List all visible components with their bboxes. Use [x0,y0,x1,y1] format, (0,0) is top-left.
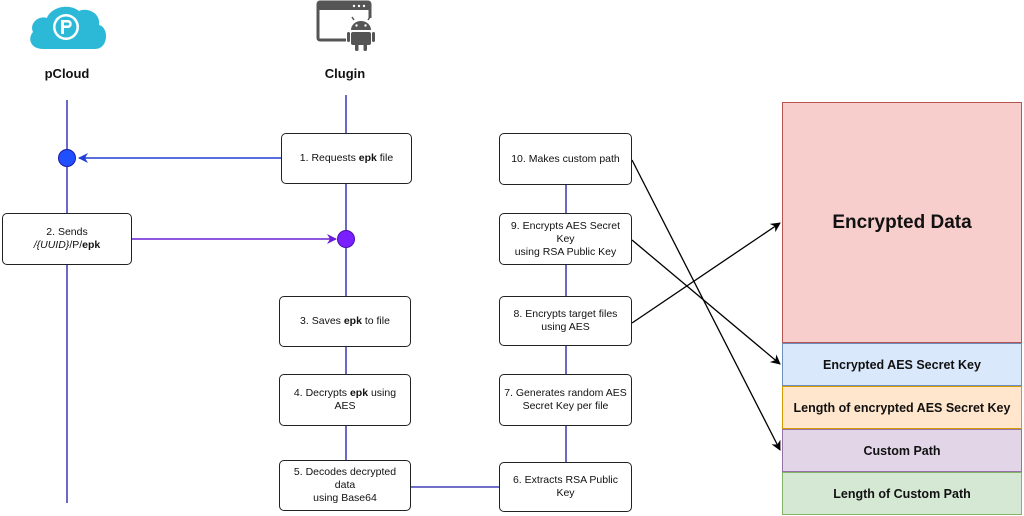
pcloud-label: pCloud [44,66,90,81]
step-6-extract-rsa-key: 6. Extracts RSA Public Key [499,462,632,512]
step-9-encrypt-aes-key: 9. Encrypts AES Secret Key using RSA Pub… [499,213,632,265]
arrow-s8-to-encrypted-data [631,222,781,324]
segment-encrypted-data: Encrypted Data [782,102,1022,343]
pcloud-logo-icon [25,3,109,53]
step-1-request-epk: 1. Requests epk file [281,133,412,184]
segment-encrypted-aes-key: Encrypted AES Secret Key [782,343,1022,386]
step-7-generate-aes-key: 7. Generates random AES Secret Key per f… [499,374,632,426]
arrow-s9-to-encrypted-aes-key [631,239,781,365]
step-2-sends-epk: 2. Sends /{UUID}/P/epk [2,213,132,265]
pcloud-activation-dot [58,149,76,167]
segment-custom-path: Custom Path [782,429,1022,472]
clugin-activation-dot [337,230,355,248]
step-5-decode-base64: 5. Decodes decrypted data using Base64 [279,460,411,511]
step-4-decrypt-epk: 4. Decrypts epk using AES [279,374,411,426]
android-app-icon [316,0,380,52]
step-8-encrypt-files: 8. Encrypts target files using AES [499,296,632,346]
segment-custom-path-length: Length of Custom Path [782,472,1022,515]
clugin-label: Clugin [324,66,366,81]
step-3-save-epk: 3. Saves epk to file [279,296,411,347]
segment-aes-key-length: Length of encrypted AES Secret Key [782,386,1022,429]
step-10-custom-path: 10. Makes custom path [499,133,632,185]
arrow-s10-to-custom-path [631,159,781,451]
